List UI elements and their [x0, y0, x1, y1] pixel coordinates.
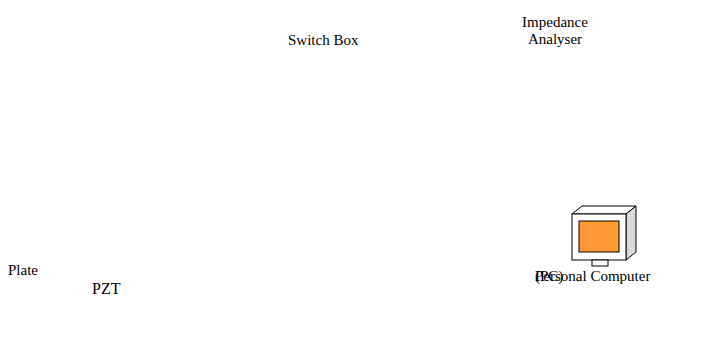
computer-base: (PC)Personal Computer — [535, 268, 668, 318]
computer-monitor — [572, 206, 636, 266]
impedance-analyser: Impedance Analyser — [500, 14, 700, 138]
plate-shape: PZT Plate — [8, 262, 345, 338]
pzt-element: PZT — [92, 280, 300, 328]
switch-box: Switch Box — [288, 32, 385, 90]
pzt-label: PZT — [92, 280, 120, 298]
box-label: Impedance Analyser — [500, 14, 610, 49]
box-label: Switch Box — [288, 32, 358, 49]
plate-label: Plate — [8, 262, 38, 279]
computer-caption: Personal Computer — [535, 268, 650, 285]
